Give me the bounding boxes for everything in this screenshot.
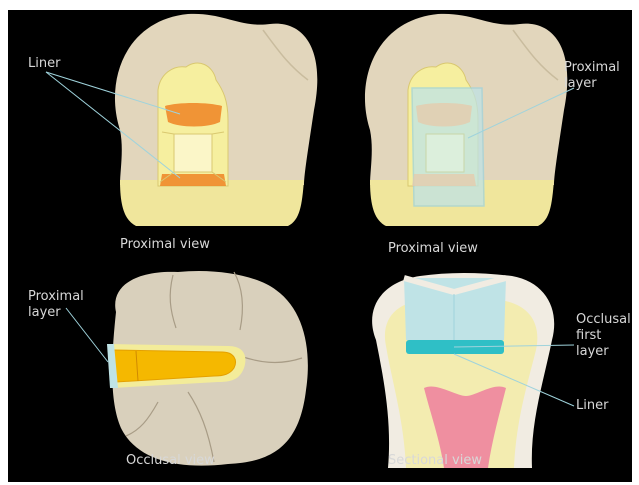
inner-box bbox=[174, 134, 212, 172]
proximal-layer-shade bbox=[404, 278, 506, 340]
callout-proximal-layer-line2: layer bbox=[564, 76, 597, 92]
caption-sectional-view: Sectional view bbox=[388, 453, 482, 469]
leader-line bbox=[66, 308, 108, 362]
caption-proximal-view-2: Proximal view bbox=[388, 241, 478, 257]
tooth-proximal-view-liner bbox=[46, 14, 317, 226]
liner-faded bbox=[416, 103, 472, 127]
inner-box bbox=[426, 134, 464, 172]
cervical-dentin bbox=[120, 180, 304, 226]
diagram-canvas: Liner Proximal view Proximal layer Proxi… bbox=[8, 10, 632, 482]
liner-gingival bbox=[160, 174, 226, 186]
tooth-proximal-view-layer bbox=[365, 14, 574, 226]
diagram-drawing bbox=[8, 10, 632, 482]
caption-proximal-view: Proximal view bbox=[120, 237, 210, 253]
callout-proximal-layer-occlusal-line2: layer bbox=[28, 305, 61, 321]
liner-pulpal bbox=[165, 103, 222, 127]
tooth-sectional-view bbox=[372, 273, 574, 468]
callout-proximal-layer-line1: Proximal bbox=[564, 60, 620, 76]
caption-occlusal-view: Occlusal view bbox=[126, 453, 215, 469]
callout-occlusal-first-layer-line1: Occlusal bbox=[576, 312, 631, 328]
callout-occlusal-first-layer-line2: first bbox=[576, 328, 601, 344]
callout-occlusal-first-layer-line3: layer bbox=[576, 344, 609, 360]
callout-proximal-layer-occlusal-line1: Proximal bbox=[28, 289, 84, 305]
tooth-occlusal-view bbox=[66, 271, 308, 466]
callout-liner-sectional: Liner bbox=[576, 398, 608, 414]
callout-liner: Liner bbox=[28, 56, 60, 72]
